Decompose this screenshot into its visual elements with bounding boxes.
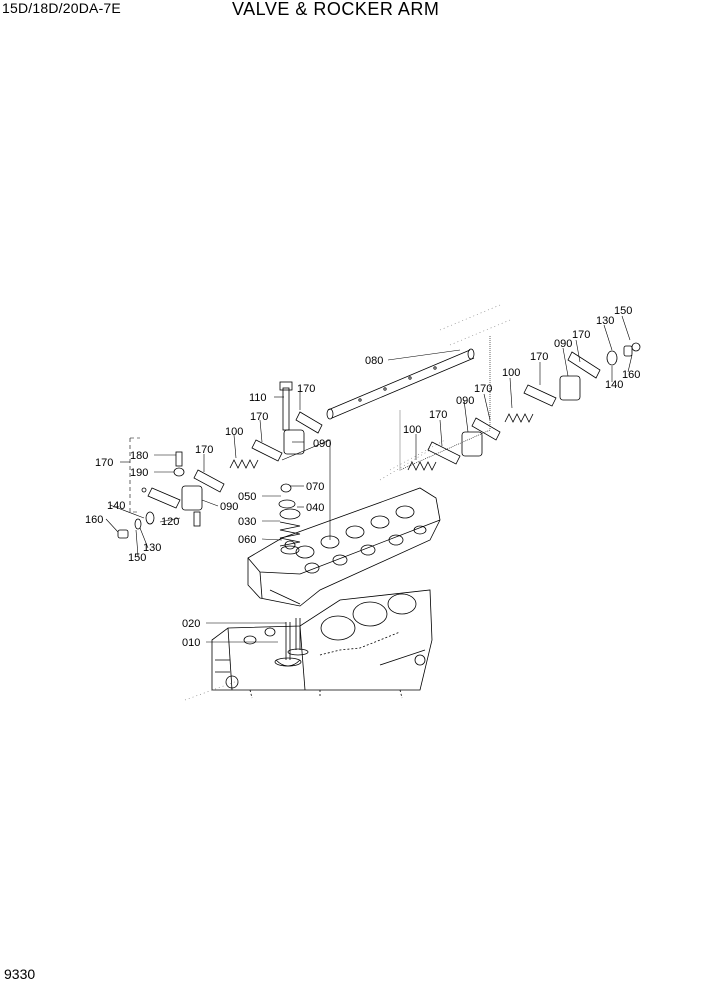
callout-150: 150 xyxy=(614,305,632,317)
callout-170: 170 xyxy=(429,409,447,421)
callout-130: 130 xyxy=(596,315,614,327)
callout-030: 030 xyxy=(238,516,256,528)
leader-lines xyxy=(105,315,633,643)
page-title: VALVE & ROCKER ARM xyxy=(232,0,440,19)
callout-040: 040 xyxy=(306,502,324,514)
rocker-shaft xyxy=(326,348,475,420)
callout-090: 090 xyxy=(456,395,474,407)
callout-140: 140 xyxy=(605,379,623,391)
callout-160: 160 xyxy=(85,514,103,526)
callout-120: 120 xyxy=(161,516,179,528)
callout-170: 170 xyxy=(297,383,315,395)
callout-090: 090 xyxy=(313,438,331,450)
callout-050: 050 xyxy=(238,491,256,503)
callout-020: 020 xyxy=(182,618,200,630)
callout-160: 160 xyxy=(622,369,640,381)
callout-060: 060 xyxy=(238,534,256,546)
callout-180: 180 xyxy=(130,450,148,462)
callout-010: 010 xyxy=(182,637,200,649)
callout-090: 090 xyxy=(220,501,238,513)
callout-130: 130 xyxy=(143,542,161,554)
callout-140: 140 xyxy=(107,500,125,512)
callout-190: 190 xyxy=(130,467,148,479)
callout-100: 100 xyxy=(225,426,243,438)
callout-100: 100 xyxy=(403,424,421,436)
engine-block xyxy=(211,589,433,699)
phantom-lines xyxy=(129,304,511,701)
callout-170: 170 xyxy=(195,444,213,456)
callout-070: 070 xyxy=(306,481,324,493)
cylinder-head xyxy=(247,487,441,607)
callout-100: 100 xyxy=(502,367,520,379)
callout-170: 170 xyxy=(95,457,113,469)
callout-110: 110 xyxy=(249,392,267,404)
callout-170: 170 xyxy=(474,383,492,395)
page-number: 9330 xyxy=(4,966,36,982)
callout-labels: 080 150 130 170 090 170 100 160 140 170 … xyxy=(85,305,640,649)
callout-170: 170 xyxy=(572,329,590,341)
callout-170: 170 xyxy=(530,351,548,363)
callout-090: 090 xyxy=(554,338,572,350)
callout-150: 150 xyxy=(128,552,146,564)
model-code: 15D/18D/20DA-7E xyxy=(2,0,121,16)
callout-170: 170 xyxy=(250,411,268,423)
callout-080: 080 xyxy=(365,355,383,367)
